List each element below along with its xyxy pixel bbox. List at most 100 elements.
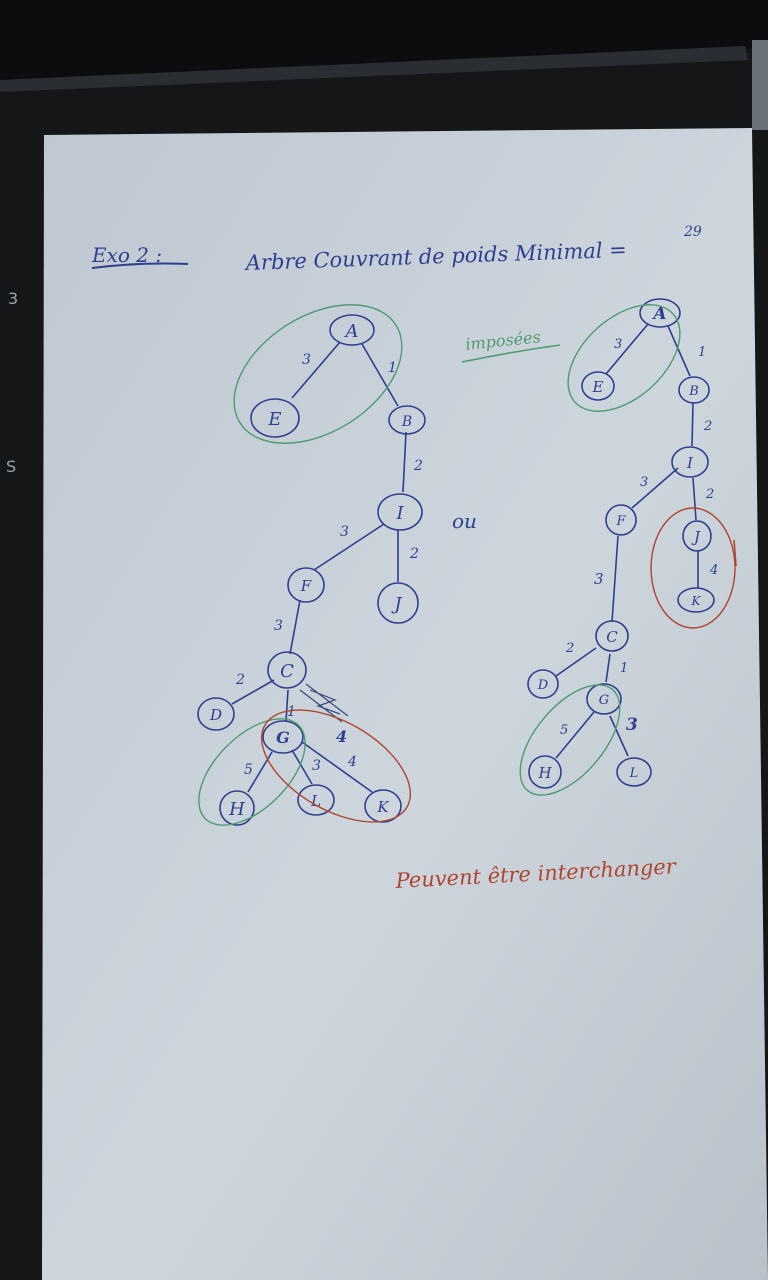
weight2-b-i: 2 [703, 419, 712, 434]
node2-j-label: J [691, 528, 701, 546]
screen-char-s: S [6, 457, 16, 476]
node-f-label: F [300, 577, 312, 595]
total-weight: 29 [683, 224, 702, 240]
edge2-f-c [611, 535, 619, 623]
node2-k [677, 587, 715, 613]
edge-c-d [231, 679, 275, 705]
edge2-c-g [605, 653, 611, 683]
node-h [219, 790, 255, 826]
red-group-jk-right [650, 507, 736, 629]
node2-i [671, 446, 709, 478]
node2-e-label: E [592, 378, 604, 396]
edge2-i-j [692, 477, 697, 521]
node2-d [527, 669, 559, 699]
red-tick-mark [733, 539, 737, 567]
green-group-gh-left [198, 718, 306, 826]
node2-e [581, 371, 615, 401]
weight2-c-d: 2 [565, 641, 574, 656]
edge-c-g [285, 689, 289, 723]
edge2-g-h [555, 711, 595, 759]
weight2-g-l: 3 [626, 715, 638, 735]
weight-a-e: 3 [302, 352, 311, 368]
node-k-label: K [376, 798, 389, 816]
node-l [297, 784, 335, 816]
node-e [250, 398, 300, 438]
tree-right [527, 298, 715, 789]
node2-d-label: D [537, 678, 549, 693]
node2-i-label: I [686, 454, 694, 472]
node-d-label: D [209, 706, 222, 724]
or-label: ou [452, 509, 477, 533]
edge2-i-f [631, 467, 679, 509]
node2-c [595, 620, 629, 652]
edge2-c-d [555, 647, 597, 677]
edge2-g-l [609, 715, 629, 757]
weight2-j-k: 4 [709, 563, 718, 578]
node-a [329, 314, 375, 346]
weight-c-g: 1 [287, 704, 296, 720]
node-a-label: A [344, 321, 359, 342]
node-e-label: E [267, 409, 281, 430]
node2-a [639, 298, 681, 328]
node2-g-label: G [599, 693, 609, 708]
node2-g [586, 683, 622, 715]
node2-l [616, 757, 652, 787]
monitor-edge [752, 40, 768, 130]
node-b [388, 405, 426, 435]
red-group-gk-left [260, 709, 412, 823]
screen-char-3: 3 [8, 289, 18, 308]
tree-left [197, 314, 426, 826]
weight2-a-e: 3 [614, 337, 622, 352]
node2-l-label: L [629, 766, 639, 781]
weight-a-b: 1 [388, 360, 397, 376]
weight-c-d: 2 [235, 672, 245, 688]
node2-k-label: K [691, 594, 702, 608]
weight-g-l: 3 [312, 758, 321, 774]
node2-f-label: F [615, 514, 626, 529]
node2-b-label: B [688, 384, 699, 399]
node-j-label: J [390, 594, 403, 615]
node-l-label: L [310, 792, 321, 810]
edge-i-f [313, 523, 385, 571]
node-c [267, 651, 307, 689]
edge-g-l [291, 749, 313, 785]
imposed-group-left [233, 304, 403, 444]
imposed-group-right [567, 304, 681, 412]
green-group-gh-right [519, 684, 621, 796]
node2-a-label: A [651, 304, 666, 324]
weight2-c-g: 1 [620, 661, 628, 676]
edge-g-k [301, 741, 373, 793]
monitor-top [0, 0, 768, 80]
node-f [287, 567, 325, 603]
weight-g-h: 5 [244, 762, 253, 778]
weight2-f-c: 3 [594, 570, 604, 588]
imposed-underline [461, 344, 561, 363]
edge-b-i [402, 431, 407, 493]
node-c-label: C [280, 661, 294, 682]
edge-a-e [291, 341, 341, 399]
edge2-a-e [605, 323, 649, 375]
node2-b [678, 376, 710, 404]
edge2-a-b [667, 325, 691, 377]
node2-j [682, 520, 712, 552]
weight-b-i: 2 [413, 458, 423, 474]
node-i-label: I [395, 503, 404, 524]
weight-i-j: 2 [409, 546, 419, 562]
node2-h [528, 755, 562, 789]
node2-c-label: C [606, 628, 618, 646]
edge-f-c [289, 599, 301, 655]
node-g [262, 720, 304, 754]
weight-struck: 4 [336, 727, 347, 746]
node-j [377, 582, 419, 624]
weight-g-k: 4 [347, 754, 357, 770]
edge-a-b [361, 343, 399, 407]
node2-h-label: H [537, 764, 552, 782]
node-i [377, 493, 423, 531]
node-d [197, 697, 235, 731]
node-g-label: G [276, 728, 290, 747]
paper-sheet [42, 128, 768, 1280]
monitor-bezel [0, 46, 748, 92]
weight2-i-j: 2 [705, 487, 714, 502]
edge2-b-i [691, 401, 694, 447]
